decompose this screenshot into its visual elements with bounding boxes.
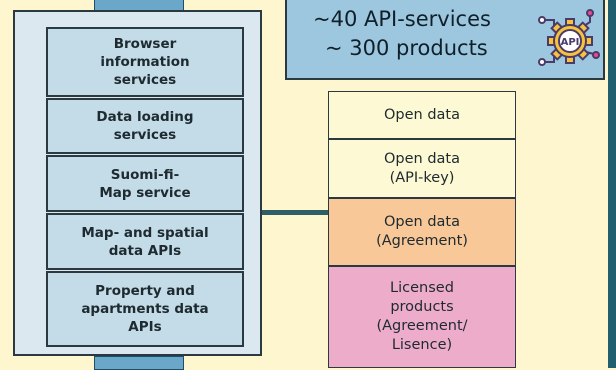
products-count: ~ 300 products <box>325 36 488 60</box>
service-suomi-fi-map: Suomi-fi- Map service <box>46 155 244 212</box>
category-open-data: Open data <box>328 91 516 139</box>
api-icon-label: API <box>561 37 580 48</box>
connector-line <box>262 210 330 215</box>
service-data-loading: Data loading services <box>46 98 244 154</box>
service-property-apartments-apis: Property and apartments data APIs <box>46 271 244 347</box>
category-licensed-products: Licensed products (Agreement/ Lisence) <box>328 266 516 368</box>
api-gear-icon: API <box>532 8 602 74</box>
category-open-data-agreement: Open data (Agreement) <box>328 198 516 266</box>
category-open-data-api-key: Open data (API-key) <box>328 139 516 198</box>
service-map-spatial-apis: Map- and spatial data APIs <box>46 213 244 270</box>
api-services-count: ~40 API-services <box>313 7 491 31</box>
service-browser-information: Browser information services <box>46 27 244 97</box>
right-edge-bar <box>608 0 616 368</box>
